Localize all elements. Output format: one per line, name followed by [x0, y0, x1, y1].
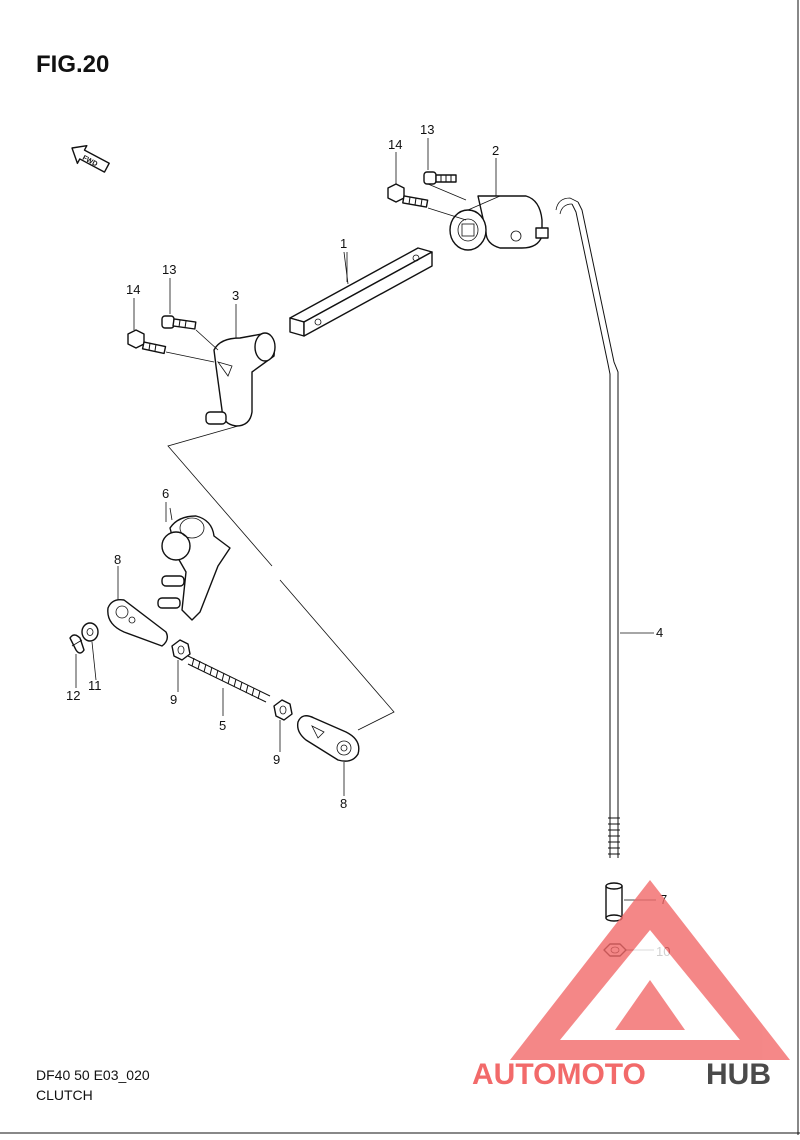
part-1-shaft — [289, 247, 433, 337]
callout-3: 3 — [232, 288, 239, 303]
part-8-rod-end-right — [296, 715, 360, 762]
callout-5: 5 — [219, 718, 226, 733]
watermark-word-1: AUTOMOTO — [472, 1058, 646, 1091]
part-12-clip — [69, 634, 85, 654]
callout-9-right: 9 — [273, 752, 280, 767]
figure-title: FIG.20 — [36, 51, 109, 78]
part-6-bracket — [157, 507, 231, 621]
callout-8-right: 8 — [340, 796, 347, 811]
bolt-14-upper — [387, 183, 429, 208]
part-9-nut-left — [171, 639, 191, 661]
part-8-rod-end-left — [107, 598, 169, 647]
part-7-collar — [605, 882, 623, 922]
bolt-14-lower — [127, 329, 167, 355]
callout-13-lower: 13 — [162, 262, 176, 277]
figure-code: DF40 50 E03_020 — [36, 1067, 150, 1083]
callout-9-left: 9 — [170, 692, 177, 707]
callout-14-upper: 14 — [388, 137, 402, 152]
figure-caption: CLUTCH — [36, 1087, 93, 1103]
callout-14-lower: 14 — [126, 282, 140, 297]
callout-13-upper: 13 — [420, 122, 434, 137]
part-11-washer — [81, 622, 99, 642]
assembly-line-lever — [167, 425, 273, 567]
callout-6: 6 — [162, 486, 169, 501]
callout-leaders — [75, 138, 656, 951]
callout-8-left: 8 — [114, 552, 121, 567]
callout-12: 12 — [66, 688, 80, 703]
part-5-threaded-rod — [187, 655, 271, 703]
part-4-rod — [555, 197, 620, 858]
part-2-upper-lever — [449, 195, 549, 251]
assembly-line-rod-end — [279, 579, 395, 731]
automotohub-watermark-logo — [510, 880, 790, 1060]
part-3-lower-lever — [205, 332, 276, 427]
part-9-nut-right — [273, 699, 293, 721]
bolt-13-upper — [423, 171, 457, 185]
callout-1: 1 — [340, 236, 347, 251]
callout-11: 11 — [88, 678, 102, 693]
callout-4: 4 — [656, 625, 663, 640]
watermark-word-2: HUB — [706, 1058, 771, 1091]
callout-2: 2 — [492, 143, 499, 158]
bolt-13-lower — [161, 315, 197, 330]
fwd-arrow-icon: FWD — [71, 144, 110, 173]
